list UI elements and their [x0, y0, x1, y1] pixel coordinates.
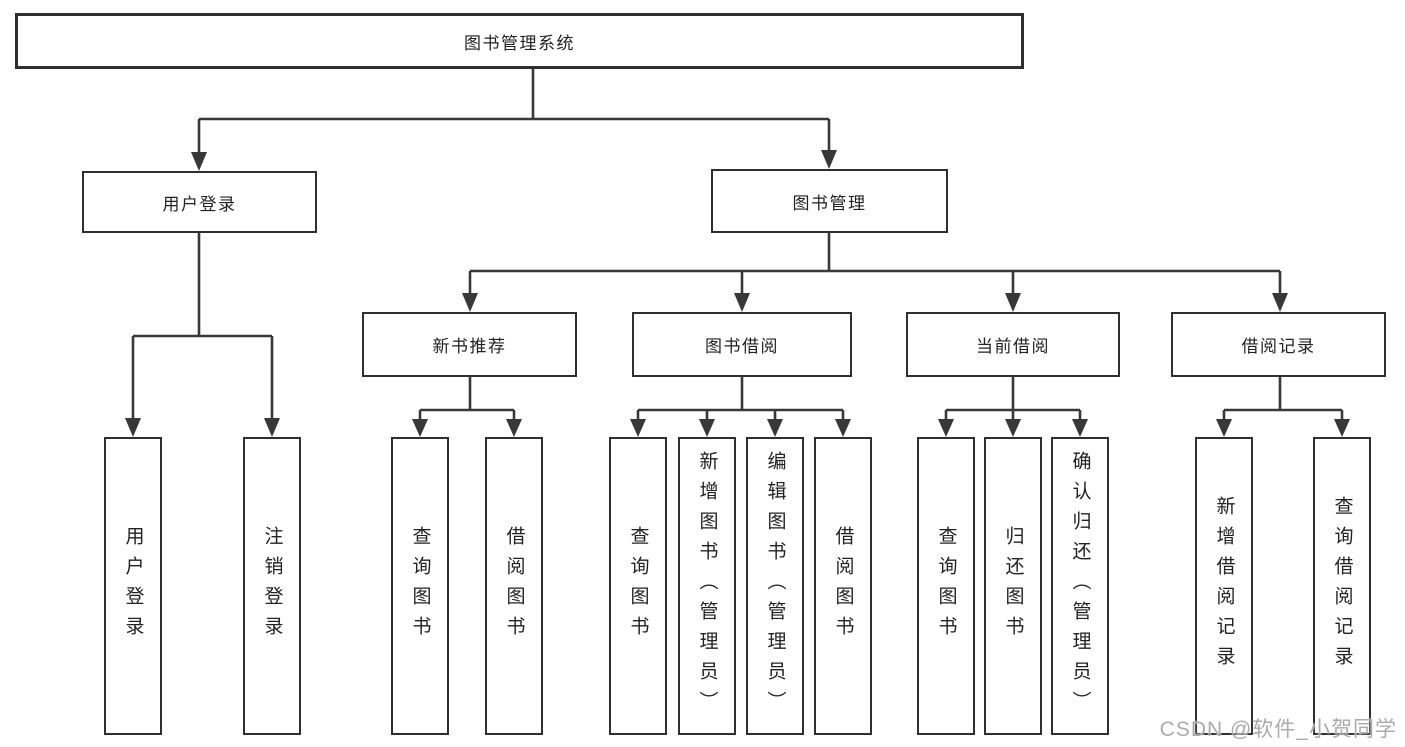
arrowhead-down-icon — [191, 152, 207, 171]
leaf-borrow-book-1-label: 借阅图书 — [503, 526, 525, 646]
leaf-return-book: 归还图书 — [984, 437, 1042, 735]
leaf-query-book-1: 查询图书 — [391, 437, 449, 735]
node-borrow-record-label: 借阅记录 — [1241, 337, 1316, 356]
leaf-add-borrow-record: 新增借阅记录 — [1195, 437, 1253, 735]
arrowhead-down-icon — [462, 293, 478, 312]
arrowhead-down-icon — [264, 418, 280, 437]
leaf-add-book-admin-label: 新增图书（管理员） — [696, 451, 718, 721]
leaf-confirm-return-admin: 确认归还（管理员） — [1051, 437, 1109, 735]
arrowhead-down-icon — [938, 419, 954, 437]
leaf-query-borrow-record-label: 查询借阅记录 — [1331, 496, 1353, 676]
arrowhead-down-icon — [506, 419, 522, 437]
node-current-borrow: 当前借阅 — [906, 312, 1120, 377]
arrowhead-down-icon — [1072, 419, 1088, 437]
arrowhead-down-icon — [1334, 419, 1350, 437]
node-root: 图书管理系统 — [15, 13, 1024, 69]
leaf-query-book-2: 查询图书 — [609, 437, 667, 735]
node-user-login: 用户登录 — [82, 171, 317, 233]
node-book-borrow: 图书借阅 — [632, 312, 852, 377]
node-new-book-recommend-label: 新书推荐 — [432, 337, 507, 356]
arrowhead-down-icon — [734, 293, 750, 312]
arrowhead-down-icon — [767, 419, 783, 437]
leaf-borrow-book-2-label: 借阅图书 — [832, 526, 854, 646]
leaf-borrow-book-2: 借阅图书 — [814, 437, 872, 735]
leaf-user-login-label: 用户登录 — [122, 526, 144, 646]
leaf-edit-book-admin-label: 编辑图书（管理员） — [764, 451, 786, 721]
leaf-logout: 注销登录 — [243, 437, 301, 735]
node-user-login-label: 用户登录 — [162, 194, 237, 214]
leaf-add-book-admin: 新增图书（管理员） — [678, 437, 736, 735]
arrowhead-down-icon — [1005, 293, 1021, 312]
leaf-confirm-return-admin-label: 确认归还（管理员） — [1069, 451, 1091, 721]
leaf-query-book-1-label: 查询图书 — [409, 526, 431, 646]
leaf-query-book-3: 查询图书 — [917, 437, 975, 735]
node-borrow-record: 借阅记录 — [1171, 312, 1386, 377]
arrowhead-down-icon — [821, 150, 837, 169]
arrowhead-down-icon — [1272, 293, 1288, 312]
node-book-mgmt: 图书管理 — [711, 169, 948, 233]
arrowhead-down-icon — [125, 418, 141, 437]
node-current-borrow-label: 当前借阅 — [976, 337, 1050, 356]
arrowhead-down-icon — [1216, 419, 1232, 437]
csdn-watermark: CSDN @软件_小贺同学 — [1159, 718, 1397, 741]
arrowhead-down-icon — [630, 419, 646, 437]
leaf-query-book-2-label: 查询图书 — [627, 526, 649, 646]
arrowhead-down-icon — [699, 419, 715, 437]
arrowhead-down-icon — [412, 419, 428, 437]
node-book-borrow-label: 图书借阅 — [705, 337, 779, 356]
leaf-query-book-3-label: 查询图书 — [935, 526, 957, 646]
leaf-query-borrow-record: 查询借阅记录 — [1313, 437, 1371, 735]
arrowhead-down-icon — [835, 419, 851, 437]
node-book-mgmt-label: 图书管理 — [792, 193, 867, 213]
leaf-return-book-label: 归还图书 — [1002, 526, 1024, 646]
leaf-add-borrow-record-label: 新增借阅记录 — [1213, 496, 1235, 676]
arrowhead-down-icon — [1005, 419, 1021, 437]
node-new-book-recommend: 新书推荐 — [362, 312, 577, 377]
leaf-user-login: 用户登录 — [104, 437, 162, 735]
leaf-logout-label: 注销登录 — [261, 526, 283, 646]
node-root-label: 图书管理系统 — [464, 33, 575, 53]
leaf-borrow-book-1: 借阅图书 — [485, 437, 543, 735]
leaf-edit-book-admin: 编辑图书（管理员） — [746, 437, 804, 735]
